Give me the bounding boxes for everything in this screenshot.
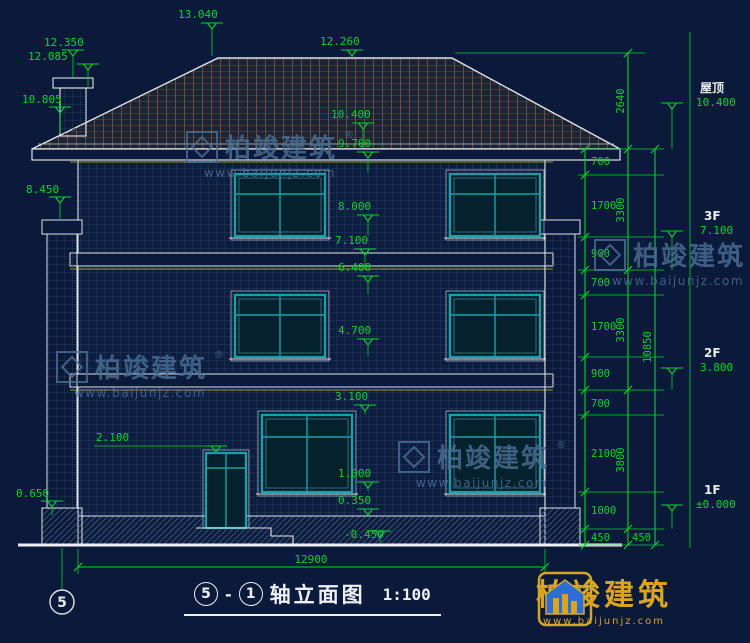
title-text: 轴立面图 <box>269 583 366 607</box>
label-2f: 2F <box>704 346 721 360</box>
dim-3800: 3800 <box>615 447 627 472</box>
dim-450-b: 450 <box>632 532 651 544</box>
mark-door-top: 2.100 <box>96 431 129 444</box>
mark-chimney-top: 12.350 <box>44 36 84 49</box>
elevation-flags <box>40 22 684 544</box>
mark-ridge-right: 12.260 <box>320 35 360 48</box>
dim-700-a: 700 <box>591 156 610 168</box>
level-roof-value: 10.400 <box>696 96 736 109</box>
level-3f-value: 7.100 <box>700 224 733 237</box>
mark-f3: 7.100 <box>335 234 368 247</box>
title-scale: 1:100 <box>382 584 431 604</box>
mark-peak: 13.040 <box>178 8 218 21</box>
entry-door <box>202 449 250 530</box>
title-axis-bubble-start: 5 <box>194 582 218 606</box>
mark-plinth-left: 0.650 <box>16 487 49 500</box>
dim-900-a: 900 <box>591 248 610 260</box>
dim-2100: 2100 <box>591 448 616 460</box>
window-1f-right <box>444 410 546 497</box>
dim-12900: 12900 <box>294 553 327 566</box>
dim-900-b: 900 <box>591 368 610 380</box>
mark-w1-top: 3.100 <box>335 390 368 403</box>
pilaster-right <box>539 219 581 546</box>
window-1f-left <box>256 410 358 497</box>
mark-w3-top: 9.700 <box>338 137 371 150</box>
level-2f-value: 3.800 <box>700 361 733 374</box>
label-roof: 屋顶 <box>700 81 724 95</box>
mark-pilaster-top: 8.450 <box>26 183 59 196</box>
plinth <box>77 515 546 546</box>
window-2f-right <box>444 290 546 362</box>
dim-700-b: 700 <box>591 277 610 289</box>
dim-2640: 2640 <box>615 88 627 113</box>
axis-bubble: 5 <box>49 589 75 615</box>
dim-700-c: 700 <box>591 398 610 410</box>
title-axis-bubble-end: 1 <box>238 582 263 606</box>
mark-w2-sill: 4.700 <box>338 324 371 337</box>
axis-bubble-number: 5 <box>57 595 67 611</box>
window-2f-left <box>229 290 331 362</box>
label-3f: 3F <box>704 209 721 223</box>
mark-ground: -0.450 <box>344 528 384 541</box>
dim-3300-a: 3300 <box>615 197 627 222</box>
entry-steps <box>196 527 294 545</box>
dim-1000: 1000 <box>591 505 616 517</box>
mark-chimney-base: 10.805 <box>22 93 62 106</box>
mark-w3-sill: 8.000 <box>338 200 371 213</box>
title-dash: - <box>225 584 232 604</box>
mark-w1-sill: 1.000 <box>338 467 371 480</box>
roof <box>31 57 621 161</box>
level-1f-value: ±0.000 <box>696 498 736 511</box>
dim-10850: 10850 <box>642 331 654 363</box>
dim-450-a: 450 <box>591 532 610 544</box>
mark-w2-top: 6.400 <box>338 261 371 274</box>
pilaster-left <box>41 219 83 546</box>
mark-plinth-top: 0.350 <box>338 494 371 507</box>
dim-3300-b: 3300 <box>615 317 627 342</box>
label-1f: 1F <box>704 483 721 497</box>
dim-1700-b: 1700 <box>591 321 616 333</box>
chimney <box>52 77 94 137</box>
window-3f-left <box>229 169 331 241</box>
drawing-title: 5 - 1 轴立面图 1:100 <box>184 579 441 616</box>
mark-eave: 10.400 <box>331 108 371 121</box>
brand-emblem-icon <box>537 571 593 627</box>
footer-brand-url: www.baijunjz.com <box>542 616 666 627</box>
window-3f-right <box>444 169 546 241</box>
dim-1700-a: 1700 <box>591 200 616 212</box>
footer-brand: 柏竣建筑 www.baijunjz.com <box>536 570 672 627</box>
dimension-chains <box>73 48 660 572</box>
mark-chimney-cap: 12.085 <box>28 50 68 63</box>
